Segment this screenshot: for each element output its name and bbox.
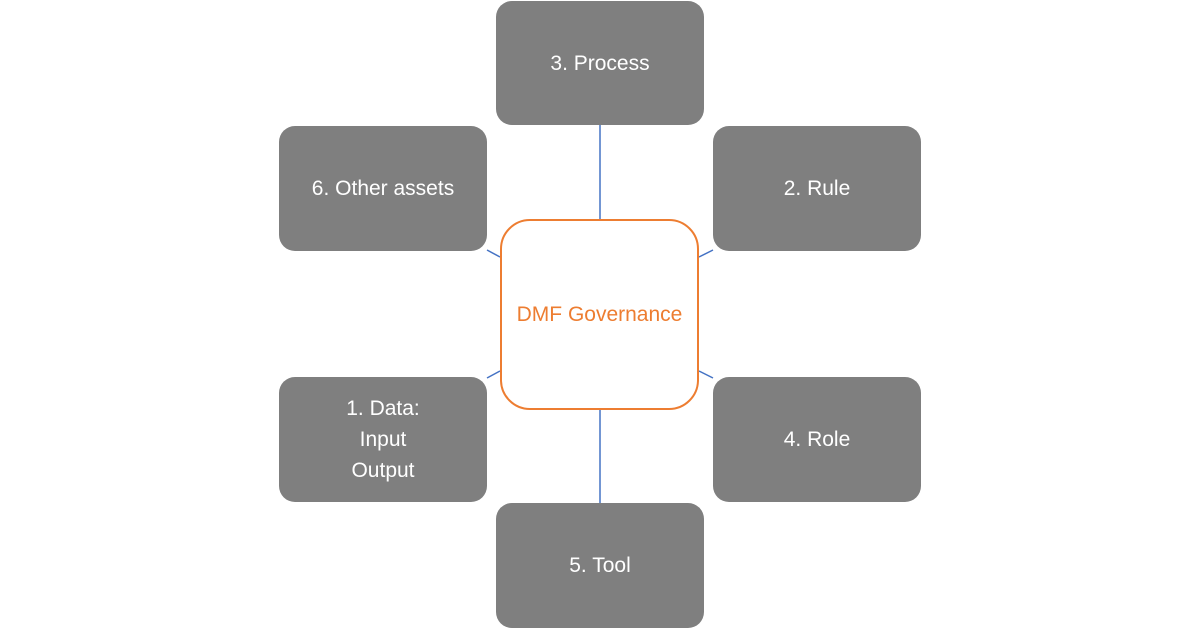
node-process-label: 3. Process <box>550 51 650 75</box>
node-process: 3. Process <box>496 1 704 125</box>
node-rule: 2. Rule <box>713 126 921 251</box>
connector-rule <box>698 249 714 258</box>
node-role-label: 4. Role <box>783 428 851 451</box>
node-role: 4. Role <box>713 377 921 502</box>
connector-other-assets <box>486 249 501 258</box>
node-rule-label: 2. Rule <box>783 177 851 200</box>
node-data-line-1: 1. Data: <box>346 397 420 420</box>
node-data: 1. Data: Input Output <box>279 377 487 502</box>
node-other-assets: 6. Other assets <box>279 126 487 251</box>
connector-role <box>698 370 714 379</box>
node-tool: 5. Tool <box>496 503 704 628</box>
connector-data <box>486 370 501 379</box>
center-node-dmf-governance: DMF Governance <box>500 219 699 410</box>
node-other-assets-label: 6. Other assets <box>311 177 455 200</box>
node-data-line-3: Output <box>351 459 415 482</box>
center-node-label: DMF Governance <box>516 302 683 326</box>
node-data-line-2: Input <box>359 428 407 451</box>
node-tool-label: 5. Tool <box>569 554 631 577</box>
